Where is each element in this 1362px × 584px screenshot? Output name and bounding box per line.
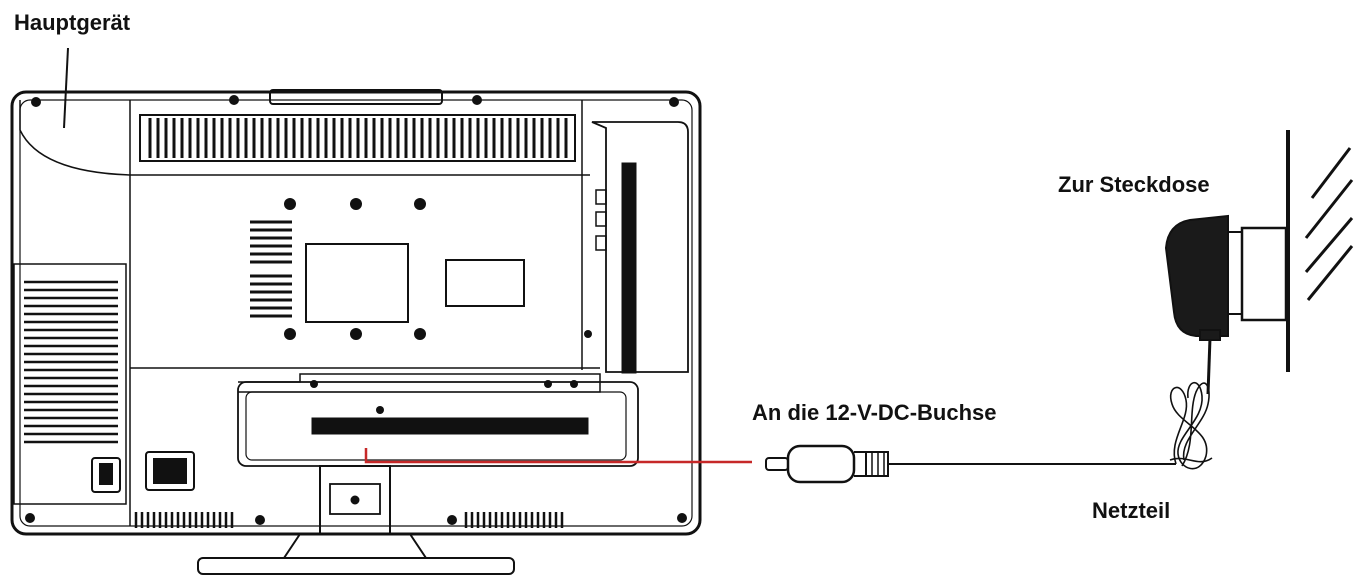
tv-screws xyxy=(25,95,687,525)
label-main-unit: Hauptgerät xyxy=(14,10,131,35)
label-dc-jack: An die 12-V-DC-Buchse xyxy=(752,400,997,425)
cable-coil xyxy=(1169,381,1213,470)
tv-vents xyxy=(24,118,568,528)
wall-socket xyxy=(1286,130,1354,372)
label-to-socket: Zur Steckdose xyxy=(1058,172,1210,197)
power-adapter xyxy=(1164,214,1288,341)
main-unit-leader-line xyxy=(63,47,69,129)
tv-rear-panel xyxy=(10,89,702,575)
label-adapter: Netzteil xyxy=(1092,498,1171,523)
dc-connection-line xyxy=(364,448,752,464)
adapter-cable-top xyxy=(1206,337,1212,395)
dc-plug xyxy=(765,444,889,484)
